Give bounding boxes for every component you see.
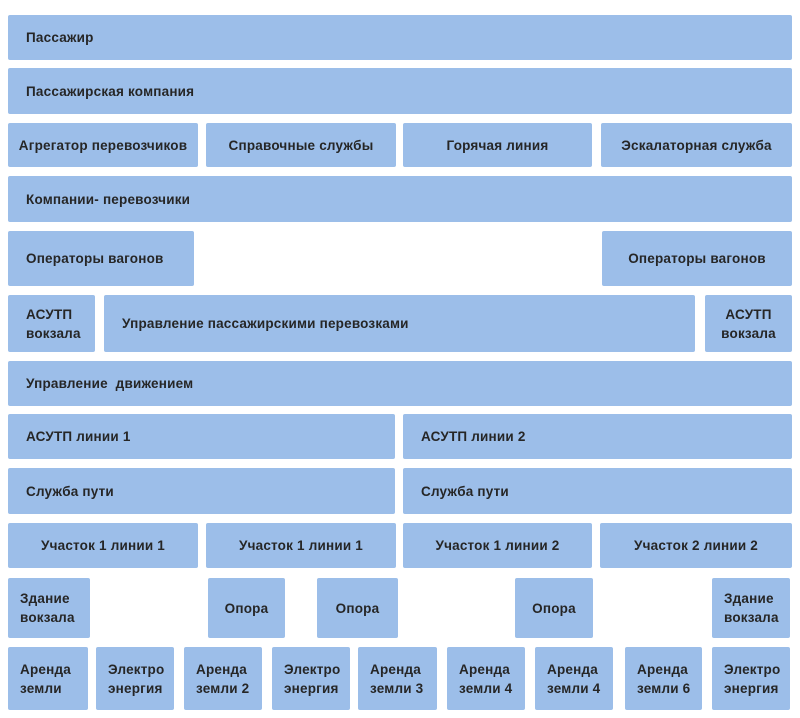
block-passenger-transport-management: Управление пассажирскими перевозками (104, 295, 695, 352)
block-electricity-1: Электро энергия (96, 647, 174, 710)
block-land-lease-3: Аренда земли 3 (358, 647, 437, 710)
block-station-building-left: Здание вокзала (8, 578, 90, 638)
block-carrier-companies: Компании- перевозчики (8, 176, 792, 222)
block-section-1-line-1-a: Участок 1 линии 1 (8, 523, 198, 568)
block-pylon-3: Опора (515, 578, 593, 638)
block-passenger: Пассажир (8, 15, 792, 60)
block-track-service-right: Служба пути (403, 468, 792, 514)
block-wagon-operators-right: Операторы вагонов (602, 231, 792, 286)
block-carrier-aggregator: Агрегатор перевозчиков (8, 123, 198, 167)
block-passenger-company: Пассажирская компания (8, 68, 792, 114)
block-track-service-left: Служба пути (8, 468, 395, 514)
block-land-lease-6: Аренда земли 6 (625, 647, 702, 710)
block-asutp-station-left: АСУТП вокзала (8, 295, 95, 352)
block-electricity-3: Электро энергия (712, 647, 790, 710)
block-asutp-line-2: АСУТП линии 2 (403, 414, 792, 459)
block-land-lease-2: Аренда земли 2 (184, 647, 262, 710)
block-traffic-management: Управление движением (8, 361, 792, 406)
block-hotline: Горячая линия (403, 123, 592, 167)
block-asutp-line-1: АСУТП линии 1 (8, 414, 395, 459)
block-asutp-station-right: АСУТП вокзала (705, 295, 792, 352)
block-pylon-1: Опора (208, 578, 285, 638)
block-section-1-line-1-b: Участок 1 линии 1 (206, 523, 396, 568)
block-wagon-operators-left: Операторы вагонов (8, 231, 194, 286)
block-pylon-2: Опора (317, 578, 398, 638)
block-electricity-2: Электро энергия (272, 647, 350, 710)
block-section-1-line-2: Участок 1 линии 2 (403, 523, 592, 568)
block-station-building-right: Здание вокзала (712, 578, 790, 638)
block-info-services: Справочные службы (206, 123, 396, 167)
block-land-lease-4a: Аренда земли 4 (447, 647, 525, 710)
block-land-lease-1: Аренда земли (8, 647, 88, 710)
block-escalator-service: Эскалаторная служба (601, 123, 792, 167)
block-section-2-line-2: Участок 2 линии 2 (600, 523, 792, 568)
block-land-lease-4b: Аренда земли 4 (535, 647, 613, 710)
